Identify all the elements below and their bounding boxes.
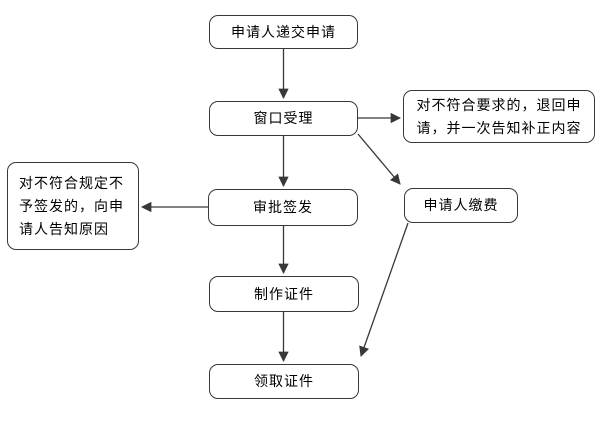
- node-receive-certificate: 领取证件: [209, 364, 359, 399]
- node-make-certificate: 制作证件: [209, 276, 359, 312]
- node-return-application: 对不符合要求的，退回申 请，并一次告知补正内容: [403, 90, 595, 143]
- node-submit-application: 申请人递交申请: [209, 15, 358, 49]
- arrow-pay-to-receive: [359, 222, 409, 357]
- arrow-window-to-pay: [357, 133, 401, 185]
- node-refusal-notice: 对不符合规定不 予签发的，向申 请人告知原因: [7, 162, 139, 250]
- node-approval-issuance: 审批签发: [208, 189, 358, 226]
- node-window-acceptance: 窗口受理: [209, 101, 358, 136]
- node-applicant-payment: 申请人缴费: [404, 188, 518, 223]
